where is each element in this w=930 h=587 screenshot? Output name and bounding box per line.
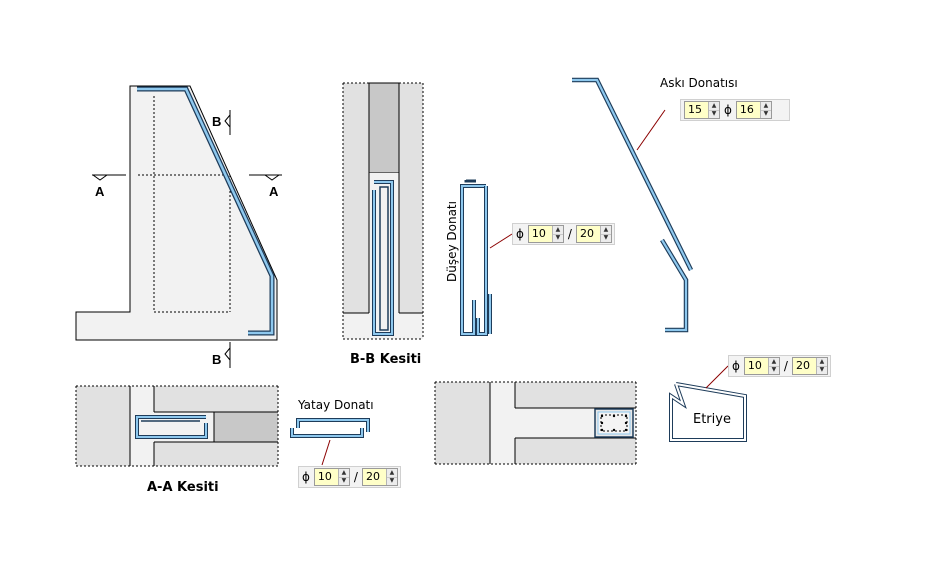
vertical-rebar-title: Düşey Donatı xyxy=(445,201,459,282)
aa-section-view xyxy=(75,385,279,467)
section-mark-a-left: A xyxy=(95,184,105,199)
stirrup-spacing-input[interactable] xyxy=(792,358,816,372)
wall-elevation-outline xyxy=(75,85,278,341)
horizontal-diameter-spinner[interactable]: ▲▼ xyxy=(313,468,350,486)
section-mark-b-top: B xyxy=(212,114,222,129)
diameter-symbol: ϕ xyxy=(302,470,310,484)
stirrup-diameter-input[interactable] xyxy=(744,358,768,372)
aa-section-title: A-A Kesiti xyxy=(147,480,219,495)
horizontal-spacing-spinner[interactable]: ▲▼ xyxy=(361,468,398,486)
stirrup-spacing-spinner[interactable]: ▲▼ xyxy=(791,357,828,375)
vertical-diameter-spinner[interactable]: ▲▼ xyxy=(527,225,564,243)
spacing-separator: / xyxy=(353,470,358,484)
spin-down-icon[interactable]: ▼ xyxy=(338,476,349,486)
diameter-symbol: ϕ xyxy=(724,103,732,117)
hanger-count-spinner[interactable]: ▲▼ xyxy=(684,101,720,119)
spin-down-icon[interactable]: ▼ xyxy=(816,365,827,375)
plan-section-view xyxy=(434,381,637,465)
bb-section-view xyxy=(342,82,424,340)
spin-down-icon[interactable]: ▼ xyxy=(768,365,779,375)
hanger-diameter-spinner[interactable]: ▲▼ xyxy=(735,101,772,119)
vertical-spacing-input[interactable] xyxy=(576,226,600,240)
spin-down-icon[interactable]: ▼ xyxy=(760,109,771,119)
vertical-spacing-spinner[interactable]: ▲▼ xyxy=(575,225,612,243)
vertical-rebar-control: ϕ ▲▼ / ▲▼ xyxy=(512,223,615,245)
hanger-diameter-input[interactable] xyxy=(736,102,760,116)
diameter-symbol: ϕ xyxy=(516,227,524,241)
spacing-separator: / xyxy=(783,359,788,373)
hanger-rebar-title: Askı Donatısı xyxy=(660,76,738,90)
spin-down-icon[interactable]: ▼ xyxy=(552,233,563,243)
spin-up-icon[interactable]: ▲ xyxy=(603,225,609,233)
stirrup-title: Etriye xyxy=(693,412,731,427)
elevation-view xyxy=(75,85,282,368)
hanger-rebar-control: ▲▼ ϕ ▲▼ xyxy=(680,99,790,121)
horizontal-spacing-input[interactable] xyxy=(362,469,386,483)
hanger-rebar-detail xyxy=(572,77,694,333)
stirrup-detail xyxy=(669,365,747,442)
diameter-symbol: ϕ xyxy=(732,359,740,373)
spin-down-icon[interactable]: ▼ xyxy=(600,233,611,243)
spin-down-icon[interactable]: ▼ xyxy=(386,476,397,486)
horizontal-rebar-control: ϕ ▲▼ / ▲▼ xyxy=(298,466,401,488)
horizontal-rebar-detail xyxy=(290,418,370,466)
section-mark-a-right: A xyxy=(269,184,279,199)
spin-up-icon[interactable]: ▲ xyxy=(819,357,825,365)
spin-up-icon[interactable]: ▲ xyxy=(389,468,395,476)
spin-up-icon[interactable]: ▲ xyxy=(763,101,769,109)
hanger-count-input[interactable] xyxy=(685,102,708,116)
vertical-rebar-detail xyxy=(460,179,513,336)
section-mark-b-bottom: B xyxy=(212,352,222,367)
spin-up-icon[interactable]: ▲ xyxy=(341,468,347,476)
bb-section-title: B-B Kesiti xyxy=(350,352,422,367)
spacing-separator: / xyxy=(567,227,572,241)
spin-up-icon[interactable]: ▲ xyxy=(771,357,777,365)
horizontal-diameter-input[interactable] xyxy=(314,469,338,483)
stirrup-control: ϕ ▲▼ / ▲▼ xyxy=(728,355,831,377)
vertical-diameter-input[interactable] xyxy=(528,226,552,240)
spin-up-icon[interactable]: ▲ xyxy=(555,225,561,233)
stirrup-diameter-spinner[interactable]: ▲▼ xyxy=(743,357,780,375)
spin-up-icon[interactable]: ▲ xyxy=(711,101,717,109)
horizontal-rebar-title: Yatay Donatı xyxy=(298,398,374,412)
spin-down-icon[interactable]: ▼ xyxy=(709,109,719,119)
